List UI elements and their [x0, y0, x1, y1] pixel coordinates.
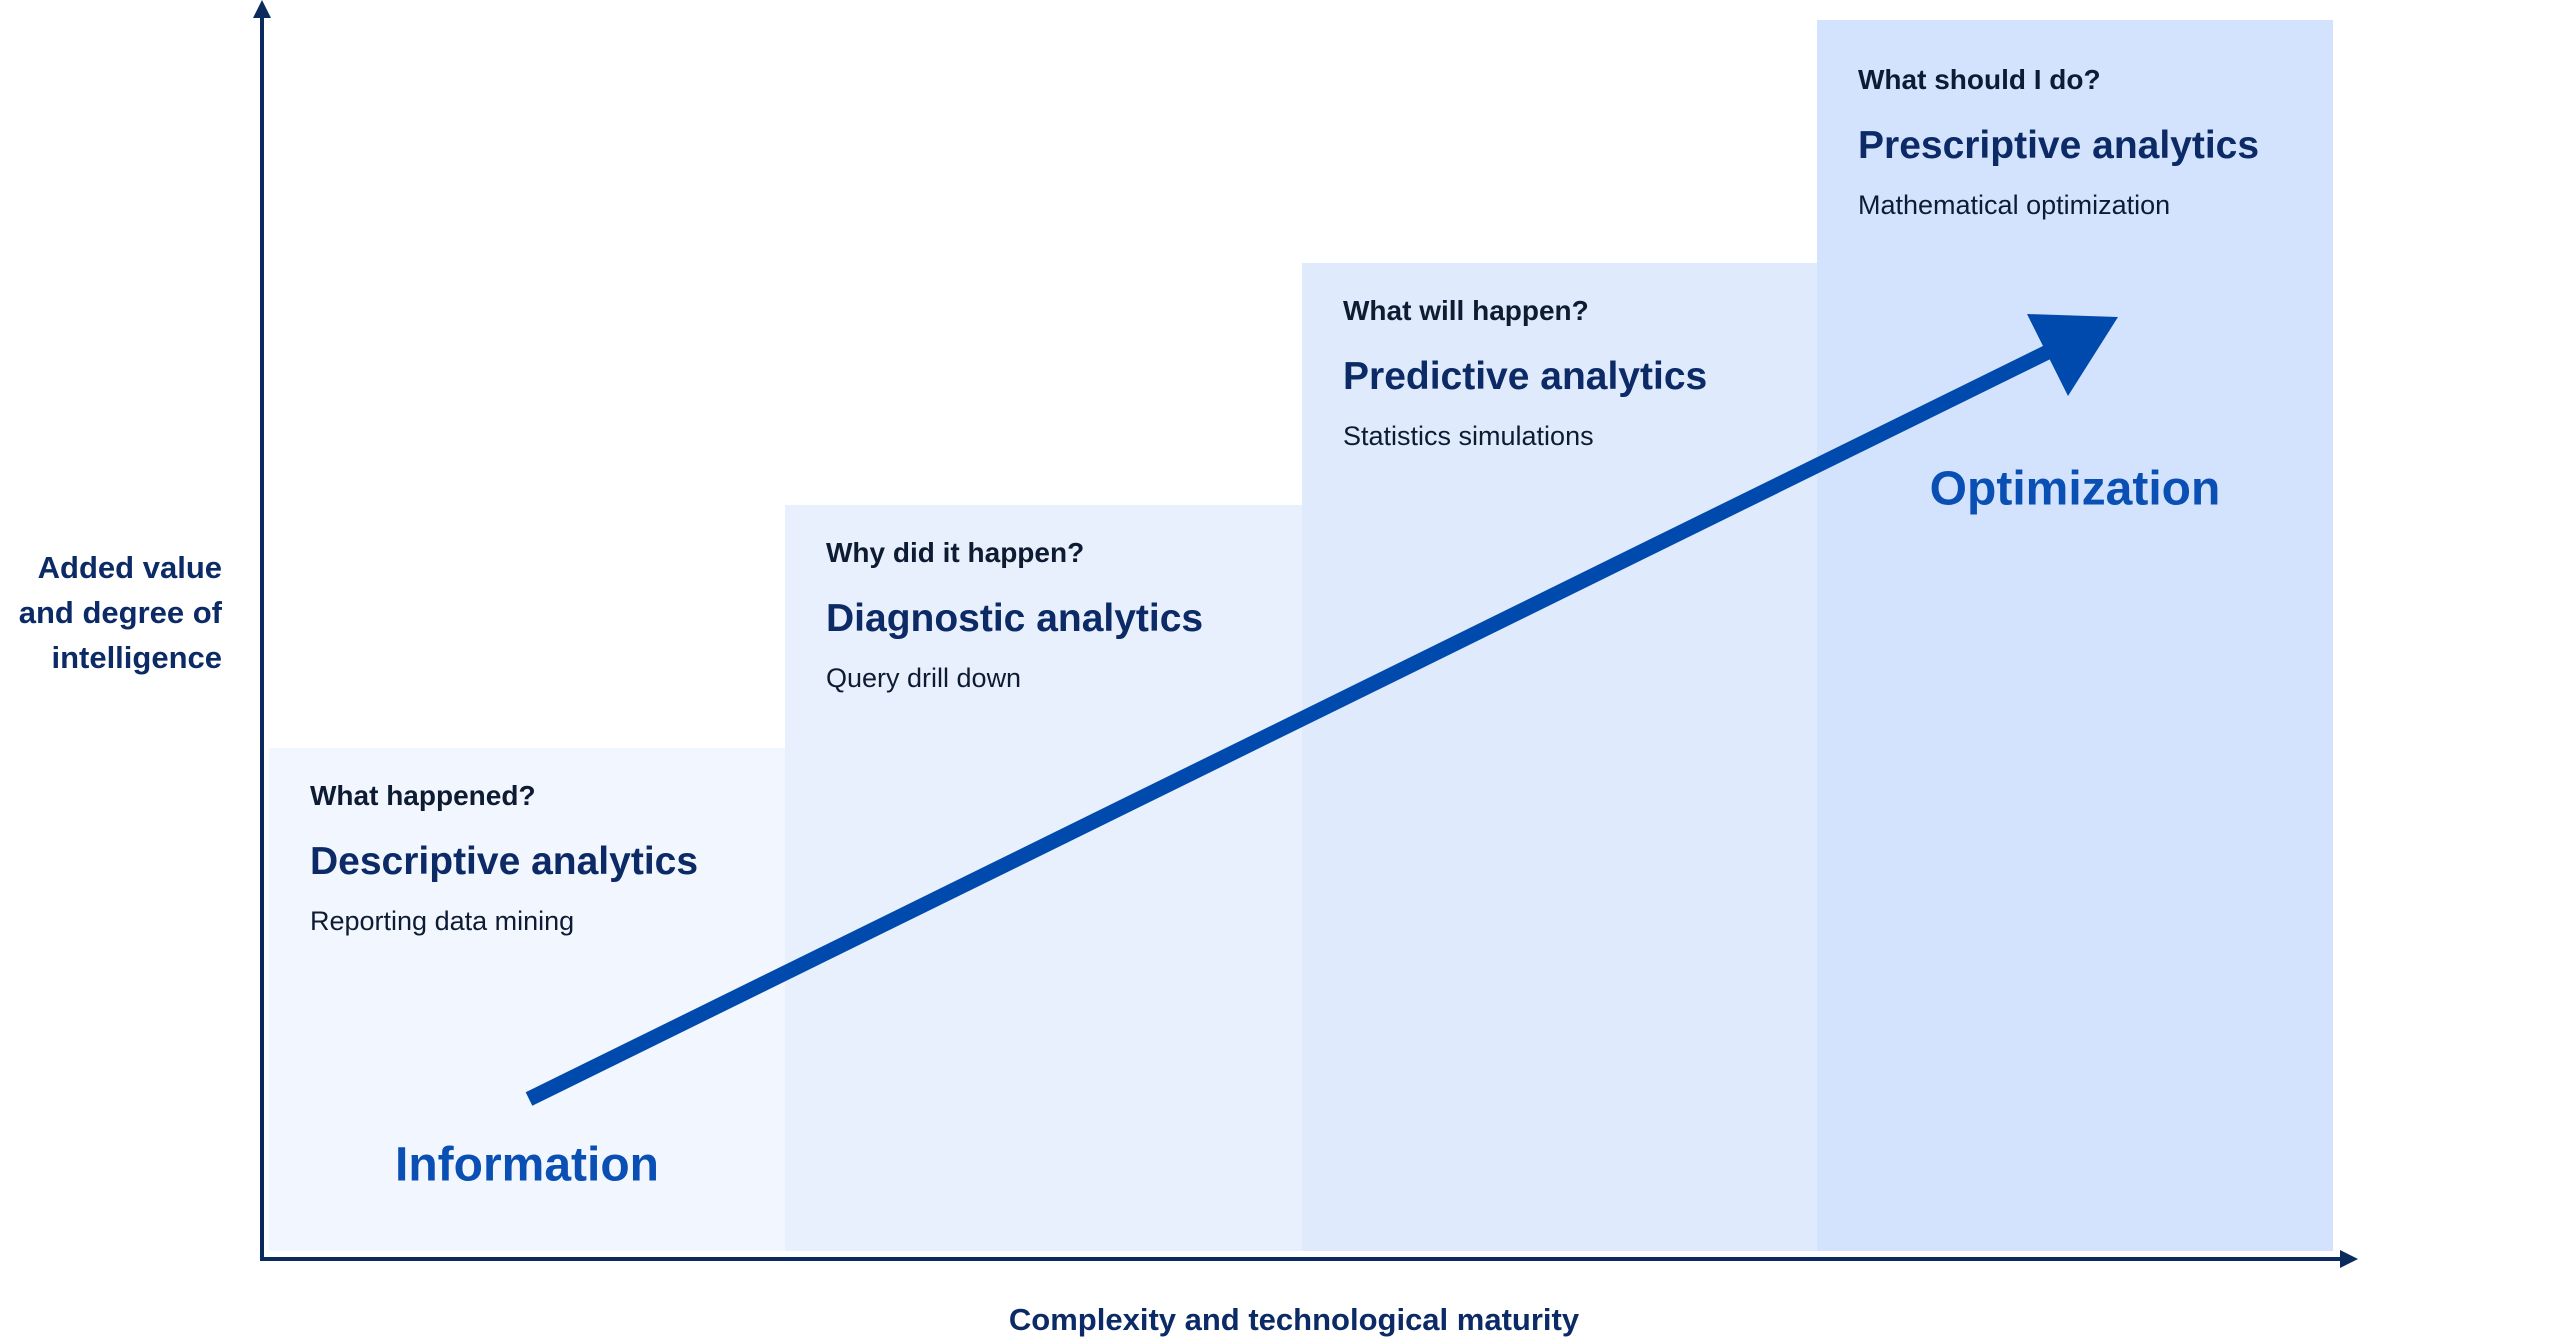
y-axis-label-line: and degree of	[18, 595, 222, 630]
y-axis-label-line: intelligence	[51, 640, 222, 675]
stage-question: Why did it happen?	[826, 537, 1085, 568]
stage-subtitle: Query drill down	[826, 663, 1022, 693]
y-axis-arrowhead	[253, 0, 271, 18]
information-label: Information	[395, 1138, 659, 1192]
stage-subtitle: Reporting data mining	[310, 906, 575, 936]
stage-predictive: What will happen? Predictive analytics S…	[1302, 263, 1817, 1251]
y-axis-label-line: Added value	[37, 550, 222, 585]
optimization-label: Optimization	[1929, 462, 2221, 516]
stage-subtitle: Statistics simulations	[1343, 421, 1594, 451]
stage-diagnostic: Why did it happen? Diagnostic analytics …	[785, 505, 1302, 1251]
growth-arrow-shaft	[525, 339, 2064, 1106]
y-axis-label: Added value and degree of intelligence	[19, 545, 222, 680]
stage-title: Diagnostic analytics	[826, 597, 1204, 640]
x-axis-arrowhead	[2340, 1250, 2358, 1268]
stage-question: What happened?	[310, 780, 536, 811]
stage-title: Descriptive analytics	[310, 840, 699, 883]
stage-title: Prescriptive analytics	[1858, 124, 2260, 167]
stage-descriptive: What happened? Descriptive analytics Rep…	[269, 748, 785, 1251]
stage-title: Predictive analytics	[1343, 355, 1708, 398]
stage-question: What will happen?	[1343, 295, 1589, 326]
x-axis-label: Complexity and technological maturity	[1008, 1302, 1580, 1337]
stage-question: What should I do?	[1858, 64, 2101, 95]
stage-subtitle: Mathematical optimization	[1858, 190, 2171, 220]
stage-prescriptive: What should I do? Prescriptive analytics…	[1817, 20, 2333, 1251]
growth-arrowhead	[2027, 314, 2118, 396]
